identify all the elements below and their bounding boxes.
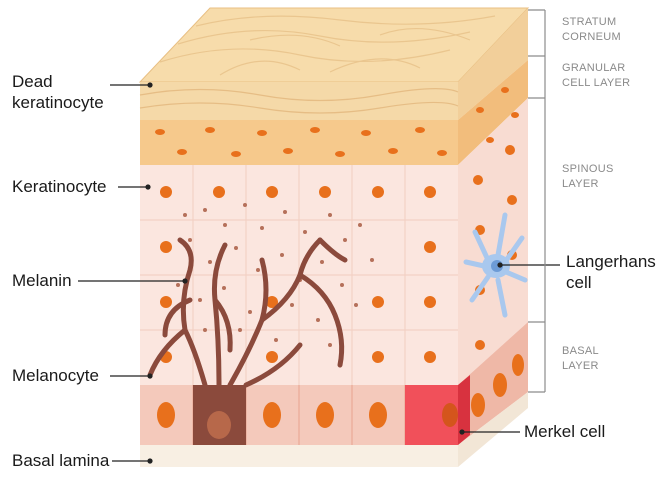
basal-lamina-front: [140, 445, 458, 467]
granular-layer-front: [140, 120, 458, 165]
layer-granular-line2: CELL LAYER: [562, 77, 630, 90]
layer-spinous-line2: LAYER: [562, 178, 599, 191]
label-merkel-cell: Merkel cell: [524, 422, 605, 442]
layer-granular-line1: GRANULAR: [562, 62, 626, 75]
label-langerhans-line2: cell: [566, 273, 592, 293]
layer-spinous-line1: SPINOUS: [562, 163, 614, 176]
label-melanin: Melanin: [12, 271, 72, 291]
label-langerhans-line1: Langerhans: [566, 252, 656, 272]
layer-stratum-corneum-line1: STRATUM: [562, 16, 616, 29]
layer-basal-line2: LAYER: [562, 360, 599, 373]
layer-basal-line1: BASAL: [562, 345, 599, 358]
layer-bracket: [528, 10, 545, 392]
label-keratinocyte: Keratinocyte: [12, 177, 107, 197]
merkel-cell-side: [458, 375, 470, 445]
layer-stratum-corneum-line2: CORNEUM: [562, 31, 621, 44]
label-dead-keratinocyte-line2: keratinocyte: [12, 93, 104, 113]
merkel-nucleus: [442, 403, 458, 427]
label-dead-keratinocyte-line1: Dead: [12, 72, 53, 92]
label-basal-lamina: Basal lamina: [12, 451, 109, 471]
label-melanocyte: Melanocyte: [12, 366, 99, 386]
stratum-corneum-front: [140, 82, 458, 120]
